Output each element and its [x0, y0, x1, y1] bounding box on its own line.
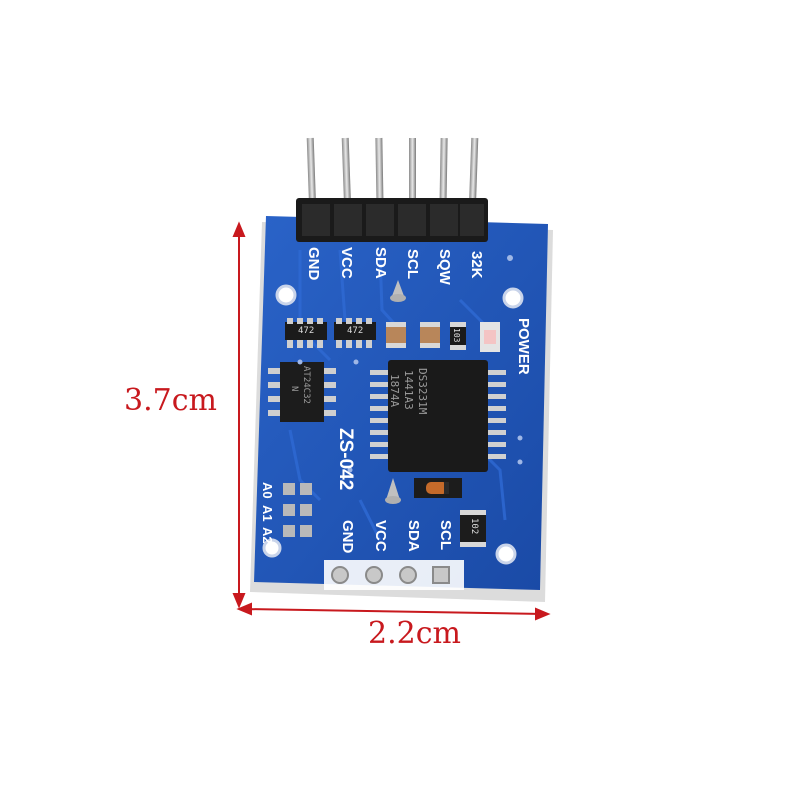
top-pin-label-32k: 32K — [468, 251, 485, 279]
eeprom-marking-line-1: AT24C32 — [301, 366, 311, 404]
rtc-marking-line-3: 1874A — [388, 374, 401, 408]
rtc-marking-line-2: 1441A3 — [402, 370, 415, 410]
diode — [414, 478, 462, 498]
resistor-code-4: 102 — [469, 518, 479, 535]
rtc-chip — [370, 360, 506, 472]
bottom-pin-label-sda: SDA — [405, 520, 422, 552]
address-label-a0: A0 — [260, 482, 275, 499]
top-pin-label-sqw: SQW — [436, 249, 453, 285]
bottom-pin-label-gnd: GND — [339, 520, 356, 554]
width-dimension-line — [236, 602, 551, 621]
top-pin-label-scl: SCL — [404, 249, 421, 279]
header-pins — [306, 137, 479, 211]
address-label-a1: A1 — [260, 505, 275, 522]
pin-header — [296, 198, 488, 242]
resistor-code-1: 472 — [298, 326, 315, 336]
smd-resistor-103 — [450, 322, 466, 350]
top-pin-label-vcc: VCC — [338, 247, 355, 279]
height-dimension-line — [232, 221, 246, 609]
bottom-pin-holes — [324, 560, 464, 590]
address-jumper-pads — [283, 483, 312, 537]
resistor-array-2 — [334, 318, 376, 348]
solder-points — [385, 280, 406, 504]
rtc-marking-line-1: DS3231M — [416, 368, 429, 415]
capacitors — [386, 322, 440, 348]
height-dimension-label: 3.7cm — [124, 383, 217, 418]
eeprom-chip — [268, 362, 336, 422]
bottom-pin-label-scl: SCL — [437, 520, 454, 550]
smd-resistor-102 — [460, 510, 486, 547]
resistor-code-2: 472 — [347, 326, 364, 336]
top-pin-label-gnd: GND — [305, 247, 322, 281]
resistor-array-1 — [285, 318, 327, 348]
bottom-pin-label-vcc: VCC — [372, 520, 389, 552]
address-label-a2: A2 — [260, 527, 275, 544]
resistor-code-3: 103 — [452, 328, 461, 343]
top-pin-label-sda: SDA — [372, 247, 389, 279]
vias — [297, 255, 523, 473]
power-label: POWER — [515, 318, 532, 375]
model-label: ZS-042 — [335, 428, 356, 491]
mounting-holes — [262, 284, 524, 565]
eeprom-marking-line-2: N — [289, 386, 299, 392]
width-dimension-label: 2.2cm — [368, 616, 461, 651]
power-led — [480, 322, 500, 352]
